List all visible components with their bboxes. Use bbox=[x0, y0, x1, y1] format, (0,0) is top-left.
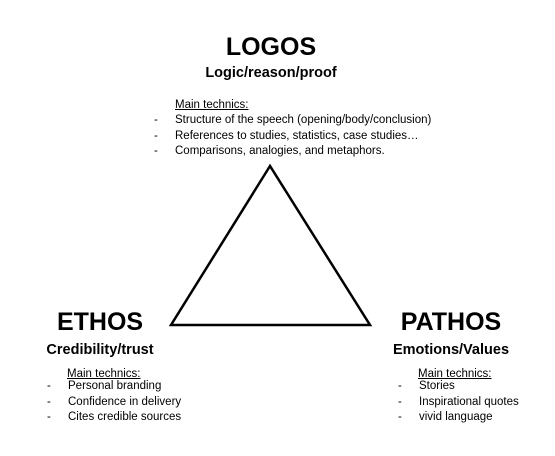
logos-subtitle: Logic/reason/proof bbox=[205, 65, 337, 81]
logos-title: LOGOS bbox=[225, 33, 317, 61]
logos-technics-list: Structure of the speech (opening/body/co… bbox=[154, 113, 431, 160]
pathos-technics-heading: Main technics: bbox=[418, 368, 492, 380]
list-item: vivid language bbox=[398, 410, 519, 426]
logos-technics-heading: Main technics: bbox=[175, 99, 249, 111]
list-item: Structure of the speech (opening/body/co… bbox=[154, 113, 431, 129]
ethos-subtitle: Credibility/trust bbox=[46, 342, 154, 358]
pathos-subtitle: Emotions/Values bbox=[392, 342, 510, 358]
triangle-shape bbox=[168, 163, 373, 327]
list-item: Comparisons, analogies, and metaphors. bbox=[154, 144, 431, 160]
ethos-technics-heading: Main technics: bbox=[67, 368, 141, 380]
list-item: References to studies, statistics, case … bbox=[154, 129, 431, 145]
ethos-title: ETHOS bbox=[56, 308, 144, 336]
pathos-title: PATHOS bbox=[400, 308, 502, 336]
ethos-technics-list: Personal branding Confidence in delivery… bbox=[47, 379, 181, 426]
list-item: Personal branding bbox=[47, 379, 181, 395]
pathos-technics-list: Stories Inspirational quotes vivid langu… bbox=[398, 379, 519, 426]
list-item: Confidence in delivery bbox=[47, 395, 181, 411]
list-item: Inspirational quotes bbox=[398, 395, 519, 411]
list-item: Stories bbox=[398, 379, 519, 395]
list-item: Cites credible sources bbox=[47, 410, 181, 426]
